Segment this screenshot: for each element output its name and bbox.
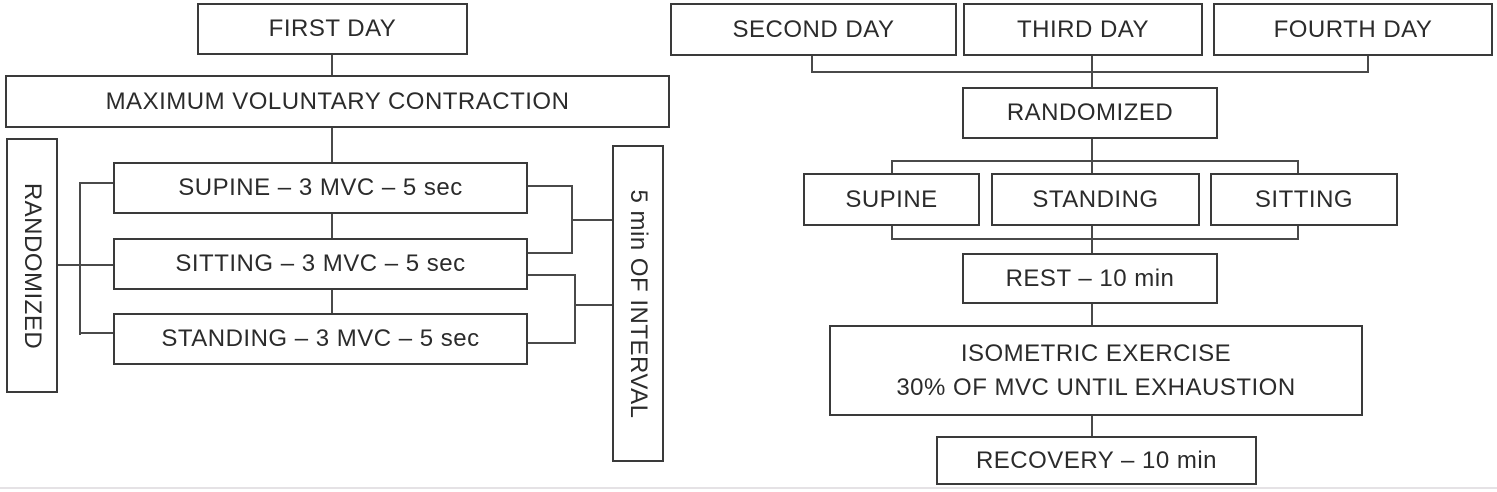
bracket-line (79, 182, 115, 184)
bracket-line (571, 219, 614, 221)
connector-line (1091, 304, 1093, 327)
supine-label: SUPINE (845, 185, 938, 213)
bracket-line (1297, 160, 1299, 175)
connector-line (1091, 416, 1093, 438)
connector-line (331, 289, 333, 314)
connector-line (331, 213, 333, 239)
standing-mvc-box: STANDING – 3 MVC – 5 sec (113, 313, 528, 365)
supine-mvc-label: SUPINE – 3 MVC – 5 sec (178, 174, 463, 201)
sitting-box: SITTING (1210, 173, 1398, 226)
connector-line (331, 55, 333, 76)
bracket-line (527, 252, 573, 254)
randomized-right-label: RANDOMIZED (1006, 99, 1174, 126)
connector-line (1367, 56, 1369, 73)
connector-line (811, 71, 1369, 73)
bracket-line (1297, 224, 1299, 239)
recovery-box: RECOVERY – 10 min (936, 436, 1257, 485)
max-voluntary-contraction-label: MAXIMUM VOLUNTARY CONTRACTION (105, 87, 570, 115)
randomized-left-label: RANDOMIZED (19, 182, 46, 349)
bracket-line (527, 274, 576, 276)
bracket-line (891, 224, 893, 239)
connector-line (1091, 226, 1093, 255)
fourth-day-box: FOURTH DAY (1213, 3, 1493, 56)
sitting-mvc-box: SITTING – 3 MVC – 5 sec (113, 238, 528, 290)
first-day-label: FIRST DAY (268, 15, 397, 42)
standing-box: STANDING (991, 173, 1200, 226)
randomized-right-box: RANDOMIZED (962, 87, 1218, 139)
bracket-line (79, 182, 81, 335)
randomized-left-box: RANDOMIZED (6, 138, 58, 393)
third-day-box: THIRD DAY (963, 3, 1203, 56)
bracket-line (57, 264, 115, 266)
interval-box: 5 min OF INTERVAL (612, 145, 664, 462)
interval-label: 5 min OF INTERVAL (625, 189, 652, 418)
rest-label: REST – 10 min (1005, 264, 1175, 292)
bracket-line (527, 342, 576, 344)
second-day-label: SECOND DAY (732, 15, 895, 43)
isometric-exercise-label-line2: 30% OF MVC UNTIL EXHAUSTION (896, 373, 1296, 401)
bottom-divider (0, 487, 1497, 489)
bracket-line (527, 185, 573, 187)
sitting-label: SITTING (1254, 185, 1354, 213)
rest-box: REST – 10 min (962, 253, 1218, 304)
supine-box: SUPINE (803, 173, 980, 226)
bracket-line (79, 332, 115, 334)
second-day-box: SECOND DAY (670, 3, 957, 56)
recovery-label: RECOVERY – 10 min (975, 446, 1218, 474)
isometric-exercise-box: ISOMETRIC EXERCISE 30% OF MVC UNTIL EXHA… (829, 325, 1363, 416)
standing-label: STANDING (1032, 185, 1159, 213)
bracket-line (891, 160, 1299, 162)
isometric-exercise-label-line1: ISOMETRIC EXERCISE (960, 339, 1232, 367)
connector-line (331, 127, 333, 163)
connector-line (1091, 139, 1093, 175)
bracket-line (891, 238, 1299, 240)
supine-mvc-box: SUPINE – 3 MVC – 5 sec (113, 162, 528, 214)
bracket-line (891, 160, 893, 175)
bracket-line (574, 274, 576, 344)
connector-line (811, 56, 813, 73)
fourth-day-label: FOURTH DAY (1273, 15, 1433, 43)
standing-mvc-label: STANDING – 3 MVC – 5 sec (161, 325, 480, 352)
max-voluntary-contraction-box: MAXIMUM VOLUNTARY CONTRACTION (5, 75, 670, 128)
bracket-line (574, 304, 614, 306)
first-day-box: FIRST DAY (197, 3, 468, 55)
third-day-label: THIRD DAY (1016, 15, 1150, 43)
sitting-mvc-label: SITTING – 3 MVC – 5 sec (175, 250, 466, 277)
